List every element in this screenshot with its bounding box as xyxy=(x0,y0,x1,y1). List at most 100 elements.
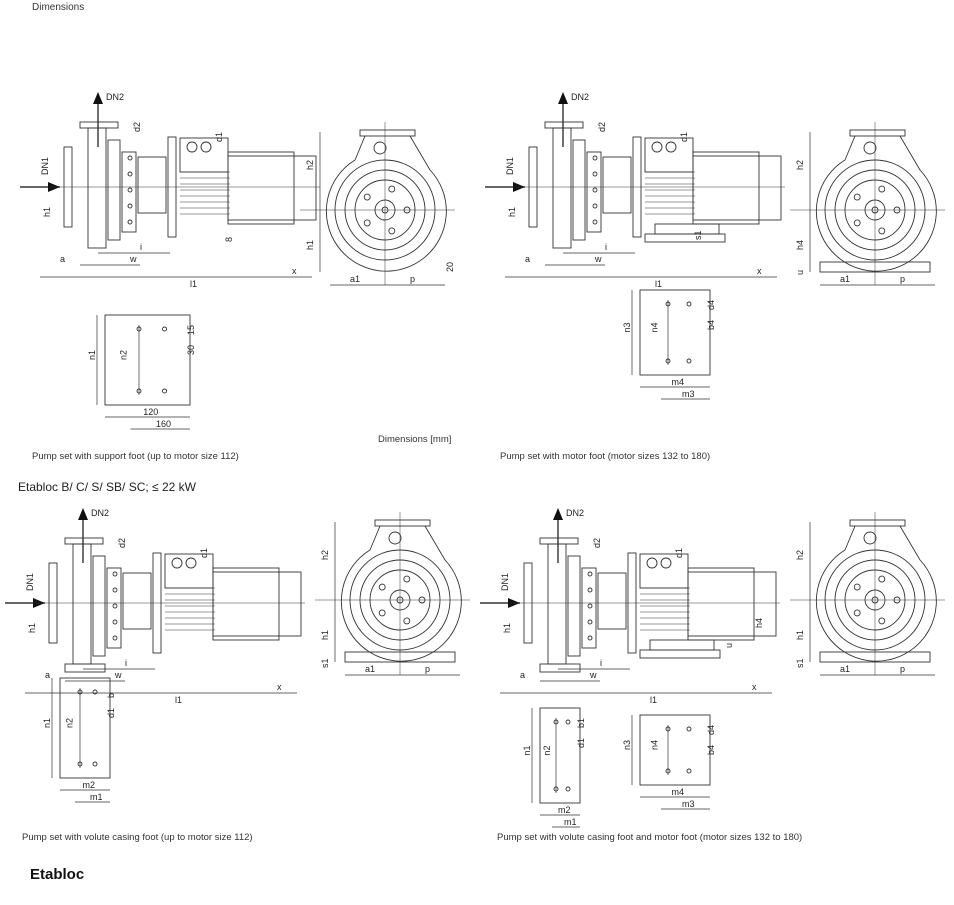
drawing-part xyxy=(359,129,416,137)
drawing-part xyxy=(122,572,152,630)
discharge-arrow-icon xyxy=(553,508,563,520)
drawing-part xyxy=(179,137,229,173)
drawing-part xyxy=(171,557,183,569)
drawing-part xyxy=(686,726,692,732)
drawing-part xyxy=(644,233,726,243)
drawing-part xyxy=(587,635,593,641)
drawing-part xyxy=(378,583,386,591)
dimension-label: b xyxy=(106,693,116,698)
drawing-part xyxy=(388,531,402,545)
dimension-label: h1 xyxy=(502,623,512,633)
drawing-part xyxy=(602,156,632,214)
dimension-label: m1 xyxy=(90,792,103,802)
drawing-part xyxy=(592,155,598,161)
dimension-label: 30 xyxy=(186,345,196,355)
drawing-part xyxy=(853,219,861,227)
dimension-label: a xyxy=(45,670,50,680)
dimension-label: d2 xyxy=(117,538,127,548)
drawing-part xyxy=(567,555,581,657)
drawing-part xyxy=(112,635,118,641)
caption-support-foot: Pump set with support foot (up to motor … xyxy=(32,451,239,462)
drawing-part xyxy=(112,619,118,625)
drawing-part xyxy=(121,151,137,233)
drawing-part xyxy=(127,219,133,225)
dimension-label: DN1 xyxy=(505,157,515,175)
dimension-label: DN2 xyxy=(571,92,589,102)
dimension-label: h2 xyxy=(305,160,315,170)
drawing-part xyxy=(660,557,672,569)
drawing-part xyxy=(127,171,133,177)
dimension-label: 15 xyxy=(186,325,196,335)
dimension-label: a1 xyxy=(350,274,360,284)
dimension-label: n3 xyxy=(622,322,632,332)
drawing-part xyxy=(539,663,581,673)
dimension-label: m2 xyxy=(558,805,571,815)
drawing-part xyxy=(200,141,212,153)
drawing-part xyxy=(185,557,197,569)
drawing-part xyxy=(186,141,198,153)
discharge-arrow-icon xyxy=(93,92,103,104)
drawing-part xyxy=(639,714,711,786)
drawing-part xyxy=(363,219,371,227)
drawing-part xyxy=(544,121,584,129)
dimension-label: a1 xyxy=(840,664,850,674)
drawing-part xyxy=(878,617,886,625)
dimension-label: m1 xyxy=(564,817,577,827)
dimension-label: x xyxy=(752,682,757,692)
dimension-label: s1 xyxy=(320,658,330,668)
drawing-part xyxy=(104,314,191,406)
drawing-part xyxy=(64,537,104,545)
dimension-label: d2 xyxy=(592,538,602,548)
drawing-part xyxy=(162,326,167,332)
drawing-part xyxy=(592,203,598,209)
drawing-part xyxy=(403,617,411,625)
caption-volute-foot: Pump set with volute casing foot (up to … xyxy=(22,832,253,843)
drawing-part xyxy=(112,603,118,609)
dimension-label: DN2 xyxy=(91,508,109,518)
drawing-part xyxy=(587,603,593,609)
dimension-label: s1 xyxy=(795,658,805,668)
drawing-part xyxy=(363,193,371,201)
drawing-part xyxy=(388,185,396,193)
drawing-part xyxy=(586,151,602,233)
drawing-part xyxy=(572,139,586,241)
dimension-label: b4 xyxy=(706,320,716,330)
dimension-label: d1 xyxy=(576,738,586,748)
drawing-part xyxy=(64,663,106,673)
drawing-part xyxy=(553,719,559,725)
drawing-part xyxy=(853,609,861,617)
drawing-part xyxy=(127,187,133,193)
dimension-label: h2 xyxy=(795,550,805,560)
drawing-part xyxy=(77,689,83,695)
dimension-label: p xyxy=(425,664,430,674)
dimension-label: n2 xyxy=(118,350,128,360)
drawing-part xyxy=(592,187,598,193)
dimension-label: s1 xyxy=(693,230,703,240)
dimension-label: h1 xyxy=(42,207,52,217)
drawing-part xyxy=(227,155,317,221)
drawing-part xyxy=(92,555,106,657)
drawing-part xyxy=(665,726,671,732)
drawing-part xyxy=(592,171,598,177)
drawing-part xyxy=(547,543,567,665)
drawing-part xyxy=(651,141,663,153)
dimension-label: l1 xyxy=(175,695,182,705)
dimension-label: h4 xyxy=(754,618,764,628)
dimension-label: d4 xyxy=(706,300,716,310)
dimension-label: 20 xyxy=(445,262,455,272)
drawing-part xyxy=(378,609,386,617)
page-title: Dimensions xyxy=(32,2,85,13)
drawing-part xyxy=(539,537,579,545)
drawing-part xyxy=(687,567,755,641)
drawing-part xyxy=(687,571,777,637)
dimension-label: DN1 xyxy=(40,157,50,175)
dimension-label: h4 xyxy=(795,240,805,250)
dimension-label: h1 xyxy=(320,630,330,640)
drawing-part xyxy=(878,575,886,583)
